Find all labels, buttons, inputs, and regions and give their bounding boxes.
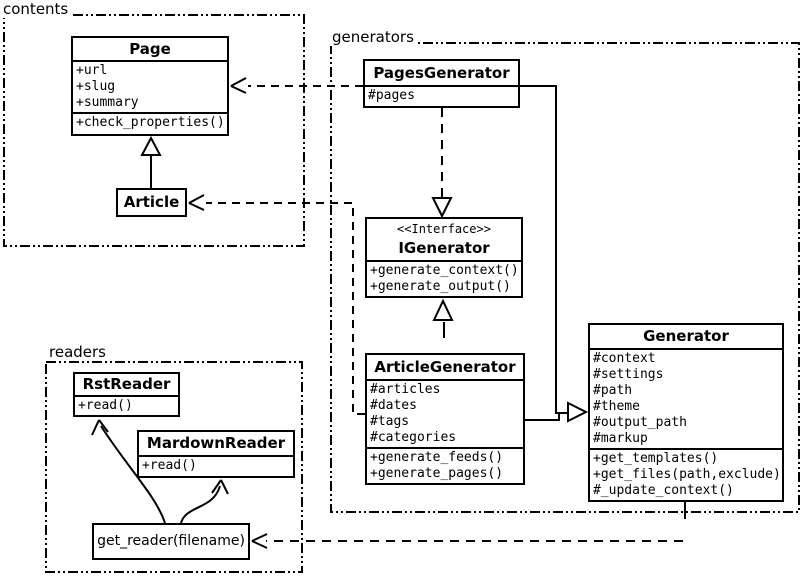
attributes-section-generator: #context #settings #path #theme #output_… [590, 348, 782, 448]
attribute-row: #markup [593, 431, 648, 446]
class-pages-generator: PagesGenerator #pages [363, 59, 520, 108]
methods-section-igenerator: +generate_context() +generate_output() [367, 260, 521, 296]
attribute-row: #output_path [593, 415, 687, 430]
attributes-section-page: +url +slug +summary [73, 60, 227, 112]
package-label-readers: readers [47, 343, 108, 361]
methods-section-article-generator: +generate_feeds() +generate_pages() [367, 447, 523, 483]
class-title-pages-generator: PagesGenerator [373, 64, 510, 82]
dependency-arrow-pagesgenerator-page [230, 77, 363, 94]
method-row: +read() [142, 458, 197, 473]
attribute-row: +slug [76, 79, 116, 94]
attribute-row: #articles [370, 382, 441, 397]
attribute-row: +url [76, 63, 108, 78]
method-row: +get_templates() [593, 451, 719, 466]
class-article: Article [116, 188, 187, 217]
class-article-generator: ArticleGenerator #articles #dates #tags … [365, 353, 525, 485]
attributes-section-article-generator: #articles #dates #tags #categories [367, 379, 523, 447]
attribute-row: #path [593, 383, 633, 398]
method-row: +read() [78, 398, 133, 413]
class-mardown-reader: MardownReader +read() [137, 430, 295, 478]
package-label-generators: generators [330, 28, 416, 46]
title-section-igenerator: <<Interface>> IGenerator [367, 219, 521, 259]
inheritance-arrow-article-page [140, 135, 162, 188]
method-row: +generate_pages() [370, 466, 504, 481]
attribute-row: #categories [370, 430, 457, 445]
class-title-rst-reader: RstReader [82, 375, 171, 393]
attribute-row: #context [593, 351, 656, 366]
attribute-row: +summary [76, 95, 139, 110]
package-label-contents: contents [1, 0, 71, 18]
class-title-generator: Generator [643, 327, 729, 345]
methods-section-rst-reader: +read() [75, 395, 178, 415]
method-row: +check_properties() [76, 115, 225, 130]
class-rst-reader: RstReader +read() [73, 372, 180, 417]
dependency-arrow-generator-getreader [251, 500, 686, 549]
attribute-row: #tags [370, 414, 410, 429]
realization-arrow-pagesgenerator-igenerator [431, 108, 453, 219]
methods-section-page: +check_properties() [73, 112, 227, 132]
attribute-row: #settings [593, 367, 664, 382]
dependency-arrow-articlegenerator-article [188, 194, 365, 415]
method-row: #_update_context() [593, 483, 734, 498]
class-title-article-generator: ArticleGenerator [374, 358, 516, 376]
methods-section-mardown-reader: +read() [139, 455, 293, 475]
stereotype-label: <<Interface>> [397, 222, 491, 236]
method-row: +generate_output() [370, 279, 511, 294]
class-title-article: Article [123, 193, 180, 211]
class-igenerator: <<Interface>> IGenerator +generate_conte… [365, 217, 523, 298]
package-border-contents [3, 14, 305, 247]
class-title-igenerator: IGenerator [398, 239, 490, 257]
curved-arrow-getreader-mardownreader [180, 479, 229, 524]
attributes-section-pages-generator: #pages [365, 85, 518, 105]
attribute-row: #pages [368, 88, 415, 103]
attribute-row: #theme [593, 399, 640, 414]
curved-arrow-getreader-rstreader [91, 419, 166, 524]
method-row: +generate_context() [370, 263, 519, 278]
get-reader-box: get_reader(filename) [92, 523, 250, 560]
class-page: Page +url +slug +summary +check_properti… [71, 36, 229, 136]
package-border-readers [45, 361, 303, 573]
realization-arrow-articlegenerator-igenerator [432, 298, 454, 338]
method-row: +generate_feeds() [370, 450, 504, 465]
method-row: +get_files(path,exclude) [593, 467, 781, 482]
class-title-page: Page [129, 40, 171, 58]
methods-section-generator: +get_templates() +get_files(path,exclude… [590, 448, 782, 500]
class-title-mardown-reader: MardownReader [146, 434, 286, 452]
package-border-generators [330, 42, 800, 513]
inheritance-arrow-generators-generator [520, 85, 589, 423]
class-generator: Generator #context #settings #path #them… [588, 323, 784, 502]
attribute-row: #dates [370, 398, 417, 413]
